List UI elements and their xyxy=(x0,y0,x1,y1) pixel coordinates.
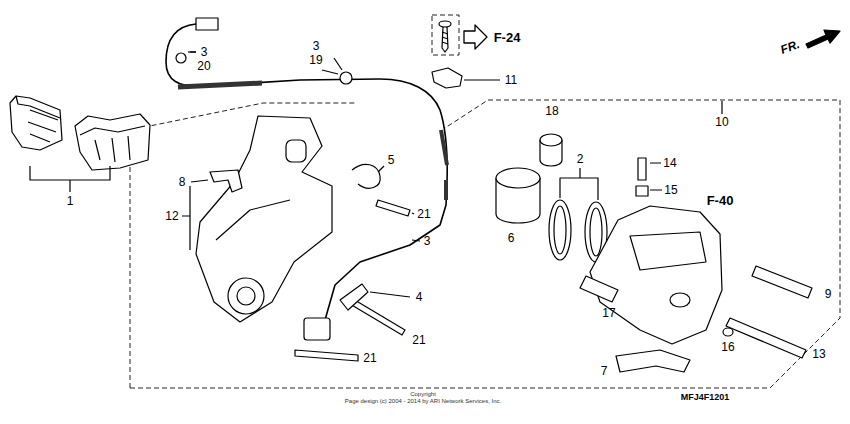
wire-clamp xyxy=(352,164,380,188)
callout-number: 10 xyxy=(715,116,728,128)
front-indicator: FR. xyxy=(779,38,801,56)
brake-pad xyxy=(10,96,62,150)
callout-number: 5 xyxy=(388,154,395,166)
leader-line xyxy=(464,79,500,80)
leader-line xyxy=(322,70,338,74)
callout-number: 8 xyxy=(179,176,186,188)
callout-number: 2 xyxy=(577,153,584,165)
callout-number: 12 xyxy=(165,210,178,222)
pad-retainer xyxy=(616,350,690,372)
callout-number: 1 xyxy=(67,195,74,207)
page-reference: F-24 xyxy=(494,31,521,44)
leader-line xyxy=(370,292,410,297)
reference-arrow xyxy=(464,25,487,49)
leader-line xyxy=(721,101,722,114)
callout-number: 9 xyxy=(825,288,832,300)
front-arrow xyxy=(806,30,840,48)
callout-number: 3 xyxy=(424,235,431,247)
leader-line xyxy=(191,180,208,182)
leader-line xyxy=(190,51,196,52)
callout-number: 3 xyxy=(201,46,208,58)
callout-number: 21 xyxy=(417,208,430,220)
leader-line xyxy=(412,240,420,241)
diagram-code: MFJ4F1201 xyxy=(681,393,730,402)
callout-number: 13 xyxy=(812,348,825,360)
callout-number: 21 xyxy=(412,334,425,346)
pad-spring xyxy=(210,170,242,192)
washer xyxy=(723,328,733,336)
callout-number: 20 xyxy=(197,60,210,72)
caliper-bracket xyxy=(196,116,332,322)
callout-number: 3 xyxy=(313,40,320,52)
caliper-body xyxy=(590,206,722,344)
brake-pad xyxy=(75,114,150,170)
group-outline xyxy=(130,103,357,388)
copyright-note: Page design (c) 2004 - 2014 by ARI Netwo… xyxy=(345,398,501,404)
callout-number: 18 xyxy=(545,105,558,117)
group-outline xyxy=(130,100,840,388)
copyright-note: Copyright xyxy=(410,391,436,397)
callout-number: 19 xyxy=(309,54,322,66)
callout-number: 17 xyxy=(602,307,615,319)
piston xyxy=(496,168,540,223)
bolt xyxy=(295,200,410,361)
callout-number: 15 xyxy=(664,184,677,196)
callout-number: 4 xyxy=(416,291,423,303)
screw xyxy=(439,21,451,52)
dust-boot xyxy=(540,134,562,166)
callout-number: 14 xyxy=(663,157,676,169)
callout-number: 6 xyxy=(508,232,515,244)
group-bracket xyxy=(560,168,598,200)
group-bracket xyxy=(30,166,110,192)
slide-bolt xyxy=(580,276,618,302)
leader-line xyxy=(378,166,384,172)
reference-box xyxy=(432,15,459,55)
bleeder-valve xyxy=(636,158,648,196)
leader-line xyxy=(412,213,414,214)
callout-number: 11 xyxy=(505,74,517,86)
callout-number: 21 xyxy=(363,352,376,364)
wire-grommet xyxy=(432,68,462,88)
page-reference: F-40 xyxy=(707,194,734,207)
group-bracket xyxy=(182,186,190,250)
leader-line xyxy=(650,163,662,190)
pad-pin xyxy=(726,266,812,358)
callout-number: 16 xyxy=(721,341,734,353)
speed-sensor xyxy=(304,284,368,340)
piston-seal xyxy=(549,200,607,262)
callout-number: 7 xyxy=(601,365,608,377)
